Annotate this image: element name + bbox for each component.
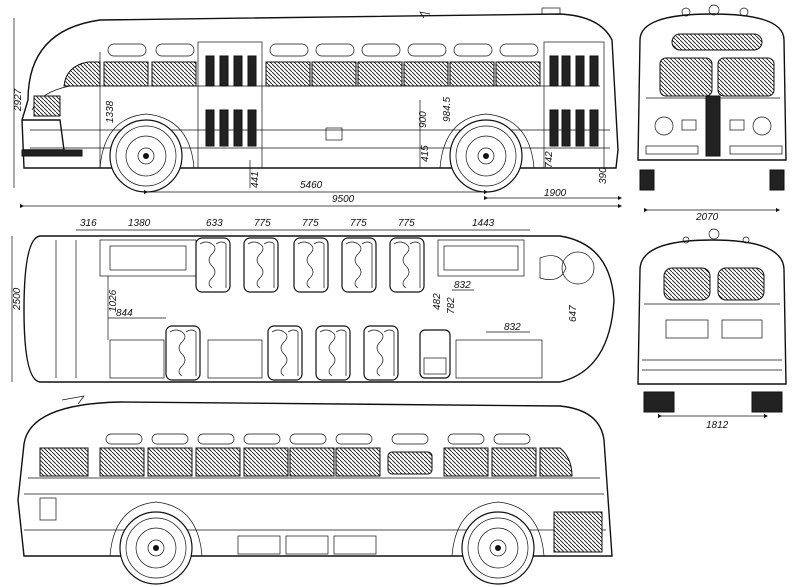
dim-775-b: 775 — [302, 218, 319, 229]
plan-dimensions: 2500 316 1380 633 775 775 775 775 1443 1… — [11, 218, 579, 382]
main-windows-bottom — [39, 447, 573, 477]
dim-984-5: 984.5 — [442, 97, 453, 122]
dim-482: 482 — [432, 293, 443, 310]
dim-441: 441 — [250, 171, 261, 188]
dim-742: 742 — [544, 151, 555, 168]
upper-windows-bottom — [105, 433, 531, 445]
front-dimensions: 2070 — [643, 207, 781, 223]
dim-900: 900 — [418, 111, 429, 128]
plan-view — [23, 235, 615, 383]
side-view-top — [21, 7, 619, 193]
dim-844: 844 — [116, 308, 133, 319]
seats-upper — [195, 237, 425, 293]
upper-windows-top — [107, 43, 539, 57]
dim-1812: 1812 — [706, 420, 729, 431]
rear-dimensions: 1812 — [657, 413, 769, 431]
front-view — [637, 4, 787, 191]
dim-782: 782 — [446, 297, 457, 314]
dim-390: 390 — [598, 167, 609, 184]
dim-775-a: 775 — [254, 218, 271, 229]
dim-647: 647 — [568, 305, 579, 322]
dim-775-d: 775 — [398, 218, 415, 229]
side-dimensions: 2927 1338 441 900 984.5 415 742 390 5460… — [13, 18, 623, 209]
dim-5460: 5460 — [300, 180, 323, 191]
front-door-top — [197, 41, 263, 169]
dim-633: 633 — [206, 218, 223, 229]
dim-415: 415 — [420, 145, 431, 162]
side-view-bottom — [17, 395, 613, 585]
dim-2500: 2500 — [12, 287, 23, 311]
dim-316: 316 — [80, 218, 97, 229]
dim-1900: 1900 — [544, 188, 567, 199]
dim-1026: 1026 — [108, 289, 119, 312]
dim-1380: 1380 — [128, 218, 151, 229]
dim-832-bottom: 832 — [504, 322, 521, 333]
dim-1338: 1338 — [105, 100, 116, 123]
rear-door-top — [543, 41, 605, 169]
rear-view — [637, 228, 787, 413]
dim-2070: 2070 — [695, 212, 719, 223]
dim-9500: 9500 — [332, 194, 355, 205]
seats-lower — [165, 325, 451, 381]
dim-832-top: 832 — [454, 280, 471, 291]
main-windows-top — [63, 61, 541, 87]
dim-1443: 1443 — [472, 218, 495, 229]
dim-2927: 2927 — [13, 88, 24, 112]
dim-775-c: 775 — [350, 218, 367, 229]
